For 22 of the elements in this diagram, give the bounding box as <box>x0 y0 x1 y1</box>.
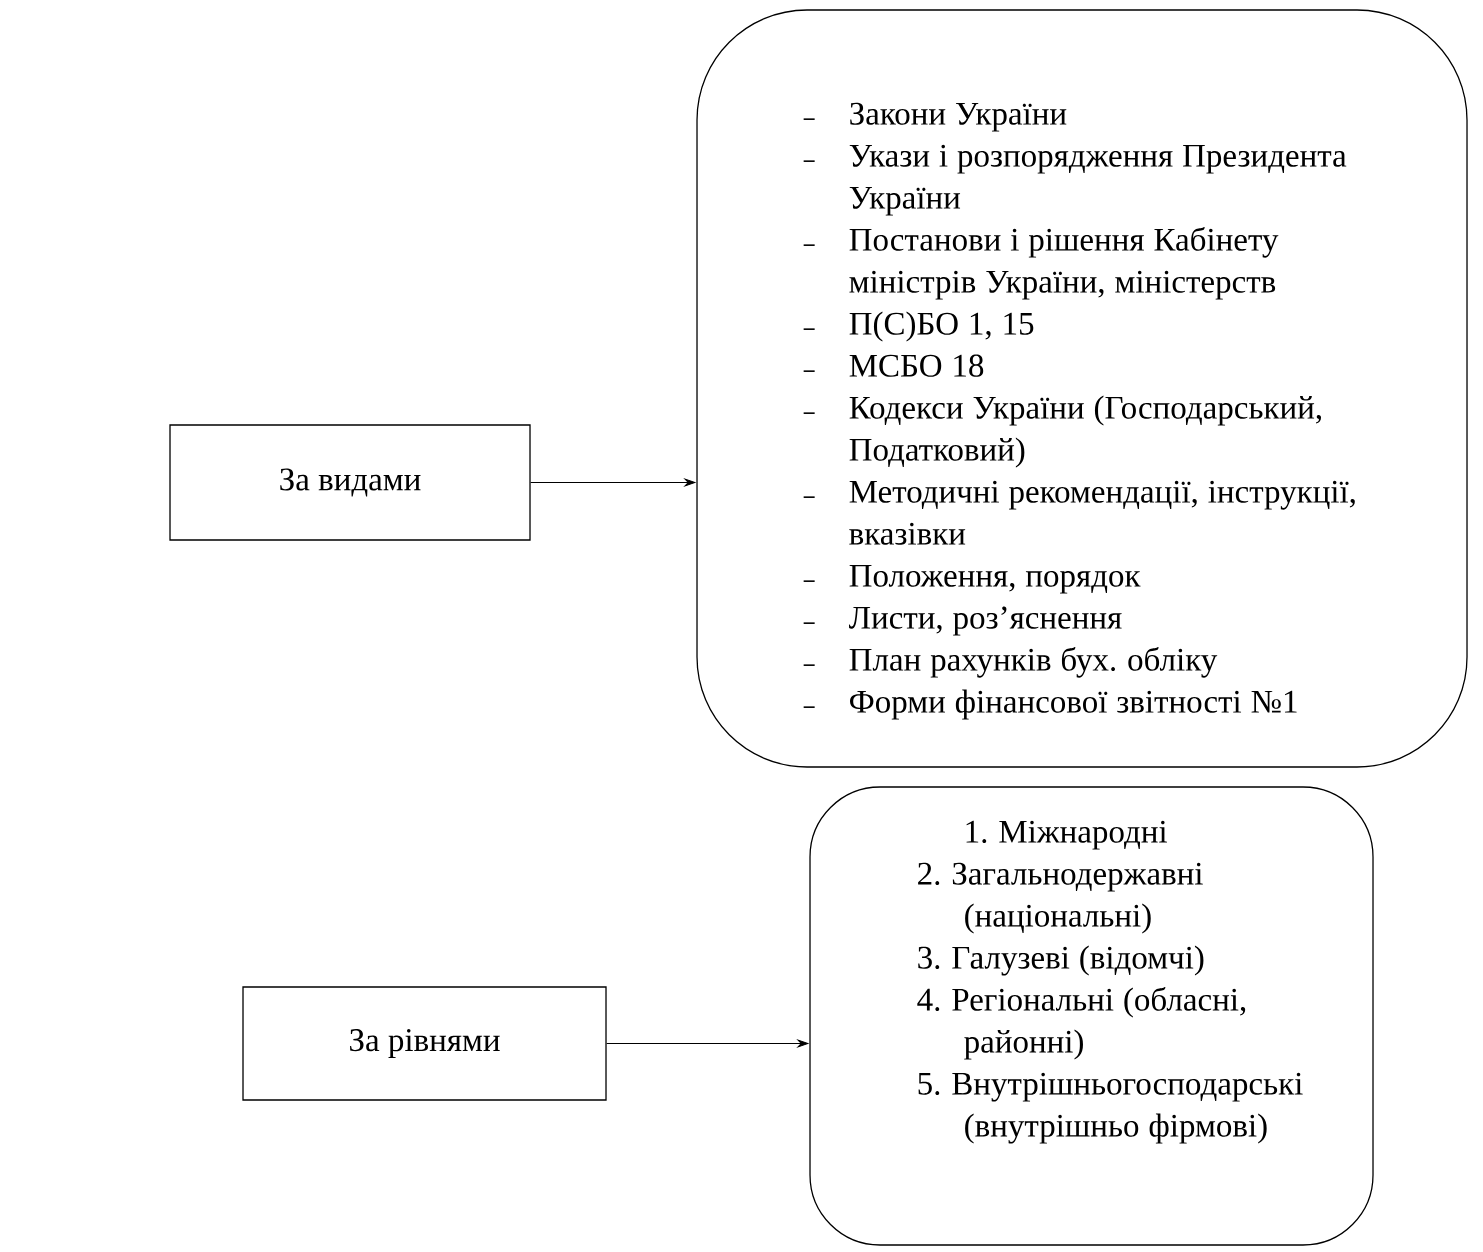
list-item: Закони України <box>850 102 1067 132</box>
arrow <box>530 478 696 487</box>
list-item: План рахунків бух. обліку <box>849 646 1218 678</box>
list-item: Кодекси України (Господарський, Податковий) <box>849 395 1321 468</box>
list-item: Форми фінансової звітності №1 <box>850 689 1297 720</box>
list-item: Положення, порядок <box>849 564 1141 594</box>
list-item: МСБО 18 <box>849 354 984 377</box>
list-item: П(С)БО 1, 15 <box>849 311 1034 342</box>
list-item: Методичні рекомендації, інструкції, вказівки <box>849 480 1355 545</box>
list-box <box>696 9 1468 768</box>
list-item: Укази і розпорядження Президента України <box>849 144 1347 216</box>
category-box: За видами <box>169 424 531 541</box>
arrow <box>606 1039 809 1048</box>
list-box <box>809 786 1374 1246</box>
list-item: 4. Регіональні (обласні, районні) <box>917 986 1246 1060</box>
list-item: Листи, роз’яснення <box>848 606 1122 636</box>
list-item: 1. Міжнародні <box>966 820 1167 850</box>
list-item: 3. Галузеві (відомчі) <box>918 945 1204 976</box>
list-item: Постанови і рішення Кабінету міністрів України, міністерств <box>849 226 1279 300</box>
list-item: 5. Внутрішньогосподарські (внутрішньо фірмові) <box>918 1072 1303 1144</box>
list-item: 2. Загальнодержавні (національні) <box>918 862 1203 934</box>
category-box: За рівнями <box>242 986 607 1101</box>
